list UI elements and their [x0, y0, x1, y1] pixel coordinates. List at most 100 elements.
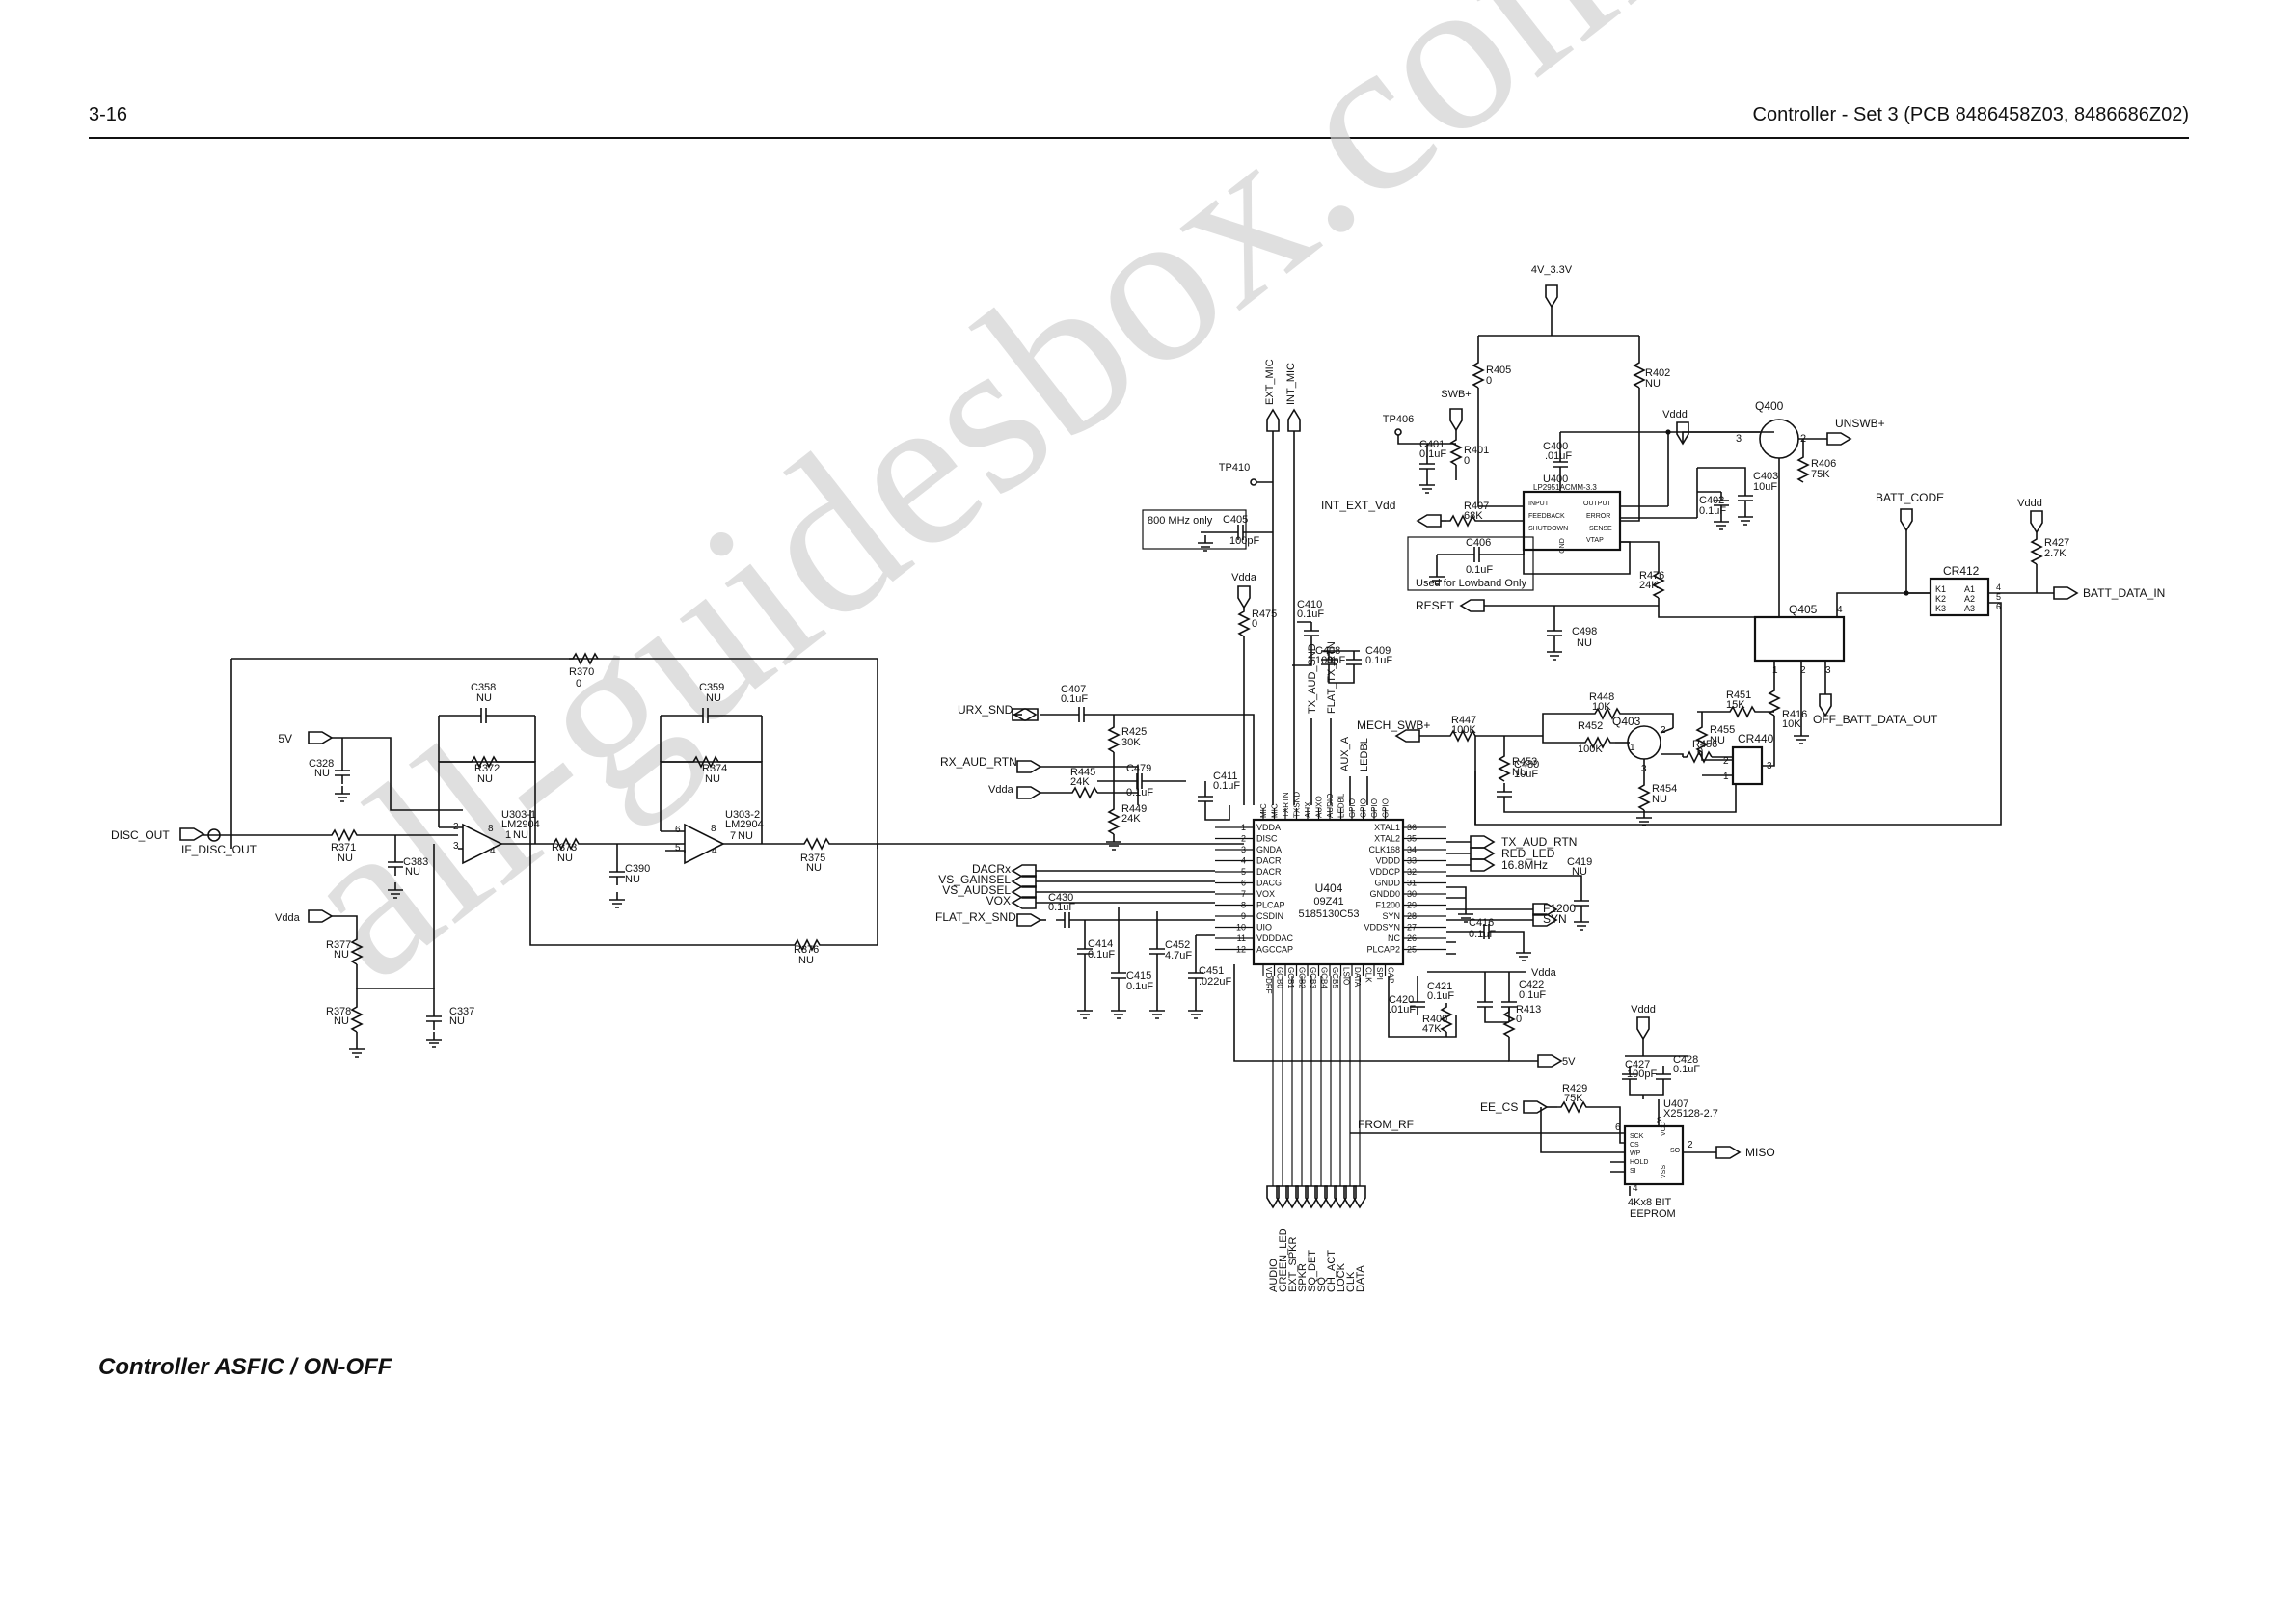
label: CAP [1387, 967, 1395, 983]
label: 2 [1688, 1140, 1693, 1150]
label: 0.1uF [1061, 693, 1088, 705]
label: 1 [505, 829, 511, 841]
label: 10uF [1514, 769, 1538, 780]
wire [1118, 934, 1215, 1003]
components [207, 419, 1990, 1186]
if-disc-connector [207, 828, 221, 842]
label: R377 [326, 939, 351, 951]
label: PLCAP [1256, 901, 1285, 910]
label: 0.1uF [1699, 505, 1726, 517]
label: C359 [699, 682, 724, 693]
label: C358 [471, 682, 496, 693]
ground-symbol [1547, 644, 1562, 661]
label: C498 [1572, 626, 1597, 637]
label: MISO [1745, 1146, 1775, 1159]
label: NU [1512, 767, 1527, 778]
wire [1446, 841, 1471, 866]
label: 0 [1464, 455, 1470, 467]
wire [1542, 713, 1591, 736]
label: C452 [1165, 939, 1190, 951]
label: C407 [1061, 684, 1086, 695]
port-flag [1287, 408, 1301, 432]
label: 0.1uF [1297, 609, 1324, 620]
label: RX_AUD_RTN [940, 755, 1017, 769]
label: TXRTN [1282, 792, 1290, 818]
label: 9 [1241, 911, 1246, 921]
q403-transistor [1627, 725, 1661, 760]
resistor [468, 755, 501, 769]
resistor [328, 828, 362, 842]
label: GCB2 [1298, 967, 1307, 988]
capacitor [1070, 707, 1093, 722]
label: 0 [1516, 1014, 1522, 1025]
label: 4.7uF [1165, 950, 1192, 961]
label: 5 [675, 843, 681, 853]
resistor [1652, 569, 1665, 599]
ground-symbol [1794, 728, 1809, 744]
note-800mhz-box [1142, 509, 1247, 550]
resistor [1449, 436, 1463, 466]
label: MIC [1271, 803, 1280, 818]
resistor [1472, 359, 1485, 389]
port-flag [1470, 835, 1496, 849]
label: EXT_SPKR [1287, 1236, 1299, 1292]
resistor [550, 837, 583, 851]
label: Q405 [1789, 603, 1818, 616]
label: LSIO [1342, 967, 1351, 985]
ground-symbol [1714, 514, 1729, 530]
label: UNSWB+ [1835, 417, 1885, 430]
resistor [1683, 750, 1713, 764]
wire [332, 737, 463, 811]
label: SPKR [1297, 1263, 1309, 1292]
port-flag [2053, 586, 2079, 600]
label: 0 [1697, 746, 1703, 758]
u303-2-opamp [684, 823, 725, 865]
label: 0 [1252, 618, 1257, 630]
label: 12 [1236, 945, 1246, 955]
wire [1701, 716, 1775, 776]
label: C428 [1673, 1054, 1698, 1066]
labels: 4V_3.3VR4050R402NUSWB+R4010TP406C4010.1u… [111, 264, 2165, 1292]
wire [1388, 976, 1457, 1038]
label: 100pF [1627, 1069, 1657, 1080]
ground-symbol [1419, 477, 1435, 494]
label: A3 [1964, 604, 1975, 613]
label: R448 [1589, 691, 1614, 703]
capacitor [1304, 622, 1319, 644]
ground-symbol [1198, 535, 1213, 552]
label: 0.1uF [1048, 902, 1075, 913]
label: R378 [326, 1006, 351, 1017]
label: NU [738, 830, 753, 842]
capacitor [1111, 964, 1126, 987]
label: NC [1388, 934, 1400, 943]
wire [1233, 964, 1509, 1062]
ground-symbol [349, 1042, 365, 1058]
page-title: Controller - Set 3 (PCB 8486458Z03, 8486… [1752, 104, 2190, 125]
wire [1488, 542, 1525, 555]
capacitor [1128, 773, 1150, 789]
label: DATA [1353, 967, 1362, 988]
label: R400 [1422, 1014, 1447, 1025]
label: SPI [1375, 967, 1384, 980]
resistor [1796, 453, 1810, 483]
label: 25 [1407, 945, 1417, 955]
label: 10K [1782, 718, 1801, 730]
label: A2 [1964, 594, 1975, 604]
wire [1310, 718, 1368, 805]
label: IF_DISC_OUT [181, 843, 257, 856]
label: 6 [1615, 1123, 1621, 1133]
label: 0.1uF [1088, 949, 1115, 961]
label: 1 [1772, 665, 1778, 676]
label: .01uF [1389, 1004, 1416, 1015]
label: AGCCAP [1256, 945, 1293, 955]
label: 10 [1236, 923, 1246, 933]
label: C405 [1223, 514, 1248, 526]
label: R374 [702, 763, 727, 774]
label: C430 [1048, 892, 1073, 904]
label: FLAT_TX_RTN [1326, 641, 1337, 714]
label: K1 [1935, 584, 1946, 594]
label: VSS [1661, 1165, 1667, 1178]
capacitor [1738, 487, 1753, 509]
label: NU [314, 768, 330, 779]
port-flag [2030, 510, 2043, 534]
